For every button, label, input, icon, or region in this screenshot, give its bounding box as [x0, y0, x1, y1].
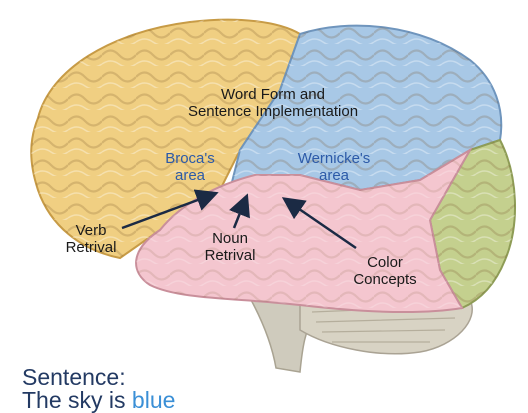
- wernicke-label-line2: area: [284, 167, 384, 184]
- color-concepts-label: Color Concepts: [340, 254, 430, 289]
- color-label-line1: Color: [340, 254, 430, 271]
- noun-label-line1: Noun: [190, 230, 270, 247]
- wernicke-area-label: Wernicke's area: [284, 150, 384, 185]
- noun-label-line2: Retrival: [190, 247, 270, 264]
- verb-label-line2: Retrival: [56, 239, 126, 256]
- verb-label-line1: Verb: [56, 222, 126, 239]
- verb-retrival-label: Verb Retrival: [56, 222, 126, 257]
- broca-label-line2: area: [150, 167, 230, 184]
- noun-retrival-label: Noun Retrival: [190, 230, 270, 265]
- sentence-highlight-word: blue: [132, 387, 175, 413]
- sentence-heading: Sentence:: [22, 366, 175, 389]
- wernicke-label-line1: Wernicke's: [284, 150, 384, 167]
- broca-area-label: Broca's area: [150, 150, 230, 185]
- color-label-line2: Concepts: [340, 271, 430, 288]
- word-form-label-line1: Word Form and: [168, 86, 378, 103]
- sentence-prefix: The sky is: [22, 387, 132, 413]
- example-sentence: Sentence: The sky is blue: [22, 366, 175, 412]
- word-form-label: Word Form and Sentence Implementation: [168, 86, 378, 121]
- word-form-label-line2: Sentence Implementation: [168, 103, 378, 120]
- sentence-text: The sky is blue: [22, 389, 175, 412]
- broca-label-line1: Broca's: [150, 150, 230, 167]
